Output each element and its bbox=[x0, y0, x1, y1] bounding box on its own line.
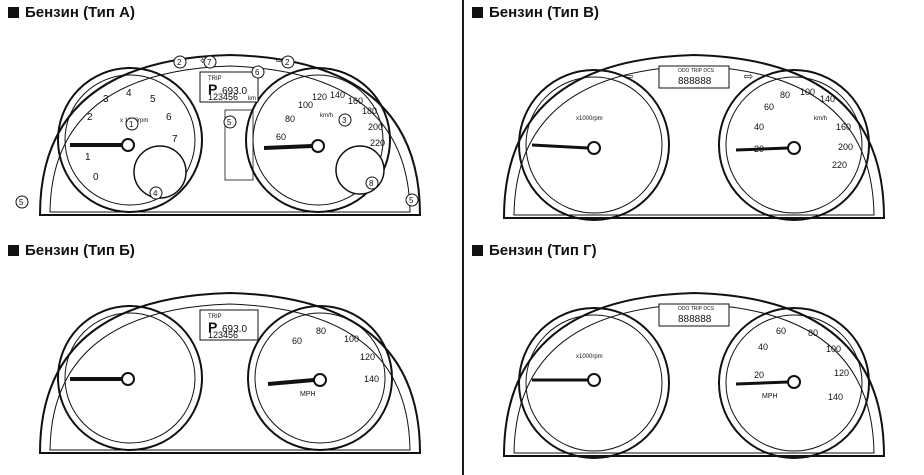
panel-type-a: Бензин (Тип А) ⇦ ⇨ 2 3 4 5 6 7 1 0 x 100… bbox=[0, 0, 462, 237]
gear-readout: P bbox=[208, 81, 217, 97]
right-arrow-icon: ⇨ bbox=[276, 55, 285, 67]
title-text-g: Бензин (Тип Г) bbox=[489, 242, 597, 259]
trip-readout: 693.0 bbox=[222, 86, 247, 97]
odo-readout: 123456 bbox=[208, 92, 238, 102]
callout-marker: 3 bbox=[342, 116, 347, 125]
callout-marker: 1 bbox=[129, 120, 134, 129]
speed-tick: 100 bbox=[826, 344, 841, 354]
trip-label: TRIP bbox=[208, 314, 222, 320]
callout-marker: 5 bbox=[19, 198, 24, 207]
mph-label: MPH bbox=[300, 391, 316, 398]
speed-tick: 60 bbox=[764, 102, 774, 112]
trip-label: TRIP bbox=[208, 76, 222, 82]
speed-tick: 140 bbox=[820, 94, 835, 104]
lcd-readout: 888888 bbox=[678, 314, 712, 325]
mph-label: MPH bbox=[762, 393, 778, 400]
lcd-readout: 888888 bbox=[678, 76, 712, 87]
speed-tick: 140 bbox=[330, 90, 345, 100]
tach-tick: 7 bbox=[172, 134, 178, 145]
tach-tick: 6 bbox=[166, 112, 172, 123]
speed-tick: 60 bbox=[276, 132, 286, 142]
km-label: km bbox=[248, 96, 256, 102]
panel-type-b: Бензин (Тип Б) TRIP P 693.0 123456 MPH 6… bbox=[0, 238, 462, 475]
speed-tick: 80 bbox=[285, 114, 295, 124]
title-bullet-icon bbox=[8, 245, 19, 256]
tach-tick: 1 bbox=[85, 152, 91, 163]
title-text-b: Бензин (Тип Б) bbox=[25, 242, 135, 259]
odo-label: ODO TRIP DCS bbox=[678, 68, 715, 74]
gear-readout: P bbox=[208, 319, 217, 335]
speed-tick: 140 bbox=[364, 374, 379, 384]
speed-unit: km/h bbox=[320, 113, 333, 119]
cluster-drawing-a: ⇦ ⇨ 2 3 4 5 6 7 1 0 x 1000rpm TRIP P 693… bbox=[15, 53, 422, 216]
speed-tick: 80 bbox=[780, 90, 790, 100]
tach-tick: 4 bbox=[126, 88, 132, 99]
callout-marker: 2 bbox=[177, 58, 182, 67]
cluster-drawing-g: ODO TRIP DCS 888888 x1000rpm MPH 20 40 6… bbox=[502, 291, 886, 459]
speed-tick: 20 bbox=[754, 370, 764, 380]
speed-tick: 160 bbox=[836, 122, 851, 132]
speed-tick: 80 bbox=[316, 326, 326, 336]
speed-tick: 200 bbox=[368, 122, 383, 132]
callout-marker: 4 bbox=[153, 189, 158, 198]
speed-tick: 160 bbox=[348, 96, 363, 106]
speed-tick: 40 bbox=[754, 122, 764, 132]
speed-tick: 120 bbox=[312, 92, 327, 102]
callout-marker: 6 bbox=[255, 68, 260, 77]
speed-tick: 20 bbox=[754, 144, 764, 154]
cluster-drawing-v: ⇦ ⇨ ODO TRIP DCS 888888 x1000rpm km/h 20… bbox=[502, 53, 886, 221]
tach-tick: 5 bbox=[150, 94, 156, 105]
callout-marker: 7 bbox=[207, 58, 212, 67]
tach-tick: 0 bbox=[93, 172, 99, 183]
speed-tick: 40 bbox=[758, 342, 768, 352]
speed-tick: 100 bbox=[344, 334, 359, 344]
speed-tick: 220 bbox=[370, 138, 385, 148]
title-text-v: Бензин (Тип В) bbox=[489, 4, 599, 21]
speed-tick: 180 bbox=[362, 106, 377, 116]
panel-type-g: Бензин (Тип Г) ODO TRIP DCS 888888 x1000… bbox=[464, 238, 924, 475]
callout-marker: 5 bbox=[227, 118, 232, 127]
tach-unit: x1000rpm bbox=[576, 116, 603, 122]
callout-marker: 5 bbox=[409, 196, 414, 205]
speed-tick: 140 bbox=[828, 392, 843, 402]
panel-title-a: Бензин (Тип А) bbox=[8, 4, 135, 21]
panel-title-v: Бензин (Тип В) bbox=[472, 4, 599, 21]
odo-readout: 123456 bbox=[208, 330, 238, 340]
speed-tick: 100 bbox=[298, 100, 313, 110]
title-bullet-icon bbox=[472, 245, 483, 256]
panel-title-b: Бензин (Тип Б) bbox=[8, 242, 135, 259]
speed-tick: 120 bbox=[360, 352, 375, 362]
tach-unit: x1000rpm bbox=[576, 354, 603, 360]
title-text-a: Бензин (Тип А) bbox=[25, 4, 135, 21]
callout-marker: 2 bbox=[285, 58, 290, 67]
callout-marker: 8 bbox=[369, 179, 374, 188]
cluster-drawing-b: TRIP P 693.0 123456 MPH 60 80 100 120 14… bbox=[38, 291, 422, 454]
right-arrow-icon: ⇨ bbox=[744, 71, 753, 83]
odo-label: ODO TRIP DCS bbox=[678, 306, 715, 312]
center-divider bbox=[462, 0, 464, 475]
title-bullet-icon bbox=[472, 7, 483, 18]
left-arrow-icon: ⇦ bbox=[624, 71, 633, 83]
speed-unit: km/h bbox=[814, 116, 827, 122]
tach-tick: 2 bbox=[87, 112, 93, 123]
speed-tick: 120 bbox=[834, 368, 849, 378]
panel-title-g: Бензин (Тип Г) bbox=[472, 242, 597, 259]
tach-tick: 3 bbox=[103, 94, 109, 105]
trip-readout: 693.0 bbox=[222, 324, 247, 335]
speed-tick: 220 bbox=[832, 160, 847, 170]
speed-tick: 60 bbox=[776, 326, 786, 336]
speed-tick: 200 bbox=[838, 142, 853, 152]
title-bullet-icon bbox=[8, 7, 19, 18]
speed-tick: 100 bbox=[800, 87, 815, 97]
panel-type-v: Бензин (Тип В) ⇦ ⇨ ODO TRIP DCS 888888 x… bbox=[464, 0, 924, 237]
speed-tick: 80 bbox=[808, 328, 818, 338]
speed-tick: 60 bbox=[292, 336, 302, 346]
